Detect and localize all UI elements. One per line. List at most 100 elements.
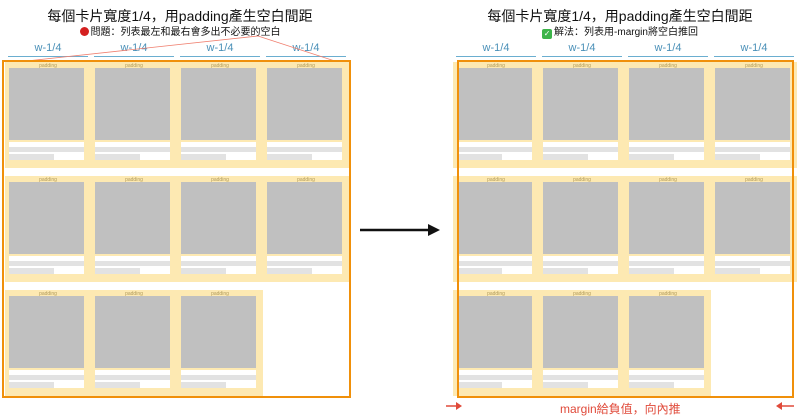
card-text-line <box>457 375 532 380</box>
width-arrow <box>266 56 346 57</box>
card: padding <box>177 62 263 168</box>
card: padding <box>91 290 177 396</box>
width-arrow <box>628 56 708 57</box>
card-text-line-short <box>457 154 502 160</box>
width-arrow <box>456 56 536 57</box>
padding-label: padding <box>39 291 57 297</box>
card-image-placeholder <box>457 68 532 140</box>
card: padding <box>711 176 797 282</box>
card-image-placeholder <box>9 296 84 368</box>
card-text-line <box>181 261 256 266</box>
column-width-label: w-1/4 <box>34 42 62 54</box>
padding-label: padding <box>745 63 763 69</box>
card-text-line-short <box>715 268 760 274</box>
width-arrow <box>542 56 622 57</box>
padding-label: padding <box>39 177 57 183</box>
solution-text: 解法：列表用-margin將空白推回 <box>554 27 698 38</box>
padding-label: padding <box>487 177 505 183</box>
card-text-line-short <box>181 154 226 160</box>
padding-label: padding <box>659 177 677 183</box>
card-text-line-short <box>629 268 674 274</box>
card-text-line-short <box>95 268 140 274</box>
right-solution: ✓解法：列表用-margin將空白推回 <box>440 23 800 39</box>
card: padding <box>453 290 539 396</box>
card: padding <box>5 62 91 168</box>
card-image-placeholder <box>181 68 256 140</box>
card-image-placeholder <box>95 182 170 254</box>
card-text-line <box>715 147 790 152</box>
card: padding <box>539 176 625 282</box>
card-text-line <box>267 261 342 266</box>
card: padding <box>91 176 177 282</box>
padding-label: padding <box>487 291 505 297</box>
column-width-label: w-1/4 <box>206 42 234 54</box>
card-text-line <box>181 375 256 380</box>
card-image-placeholder <box>629 68 704 140</box>
card-text-line-short <box>95 382 140 388</box>
card-text-line <box>629 147 704 152</box>
card-text-line-short <box>543 154 588 160</box>
card-text-line <box>543 375 618 380</box>
problem-text: 問題：列表最左和最右會多出不必要的空白 <box>90 27 281 38</box>
card-text-line-short <box>181 268 226 274</box>
card: padding <box>539 290 625 396</box>
card: padding <box>177 176 263 282</box>
padding-label: padding <box>211 177 229 183</box>
card: padding <box>5 290 91 396</box>
card-text-line-short <box>9 382 54 388</box>
padding-label: padding <box>659 63 677 69</box>
width-arrow <box>8 56 88 57</box>
padding-label: padding <box>573 63 591 69</box>
card: padding <box>263 176 349 282</box>
padding-label: padding <box>573 291 591 297</box>
card-image-placeholder <box>181 296 256 368</box>
card-text-line-short <box>543 268 588 274</box>
card-text-line-short <box>629 382 674 388</box>
column-width-label: w-1/4 <box>654 42 682 54</box>
padding-label: padding <box>125 63 143 69</box>
padding-label: padding <box>125 177 143 183</box>
card-text-line <box>267 147 342 152</box>
transition-arrow-icon <box>360 224 440 236</box>
card: padding <box>625 176 711 282</box>
card-text-line-short <box>715 154 760 160</box>
left-title: 每個卡片寬度1/4，用padding產生空白間距 <box>47 8 313 24</box>
card-image-placeholder <box>181 182 256 254</box>
card-text-line-short <box>9 154 54 160</box>
card-text-line <box>9 147 84 152</box>
negative-margin-note: margin給負值，向內推 <box>560 402 681 416</box>
padding-label: padding <box>297 63 315 69</box>
column-width-label: w-1/4 <box>292 42 320 54</box>
red-circle-icon <box>79 27 89 36</box>
card-image-placeholder <box>543 68 618 140</box>
width-arrow <box>180 56 260 57</box>
left-list-frame <box>2 60 351 398</box>
card-text-line-short <box>457 382 502 388</box>
card: padding <box>453 176 539 282</box>
card: padding <box>453 62 539 168</box>
card-image-placeholder <box>267 68 342 140</box>
card-image-placeholder <box>9 182 84 254</box>
padding-label: padding <box>487 63 505 69</box>
card-text-line <box>543 261 618 266</box>
card: padding <box>177 290 263 396</box>
card-text-line-short <box>629 154 674 160</box>
card-text-line-short <box>9 268 54 274</box>
card: padding <box>263 62 349 168</box>
card-image-placeholder <box>267 182 342 254</box>
card-image-placeholder <box>543 296 618 368</box>
right-title: 每個卡片寬度1/4，用padding產生空白間距 <box>487 8 753 24</box>
width-arrow <box>714 56 794 57</box>
width-arrow <box>94 56 174 57</box>
card-text-line-short <box>95 154 140 160</box>
card-image-placeholder <box>95 68 170 140</box>
card: padding <box>711 62 797 168</box>
column-width-label: w-1/4 <box>120 42 148 54</box>
card-text-line-short <box>457 268 502 274</box>
card-text-line <box>457 261 532 266</box>
right-arrow-icon <box>446 402 462 410</box>
check-mark-icon: ✓ <box>542 29 553 39</box>
column-width-label: w-1/4 <box>568 42 596 54</box>
card-text-line-short <box>267 154 312 160</box>
card-text-line <box>181 147 256 152</box>
